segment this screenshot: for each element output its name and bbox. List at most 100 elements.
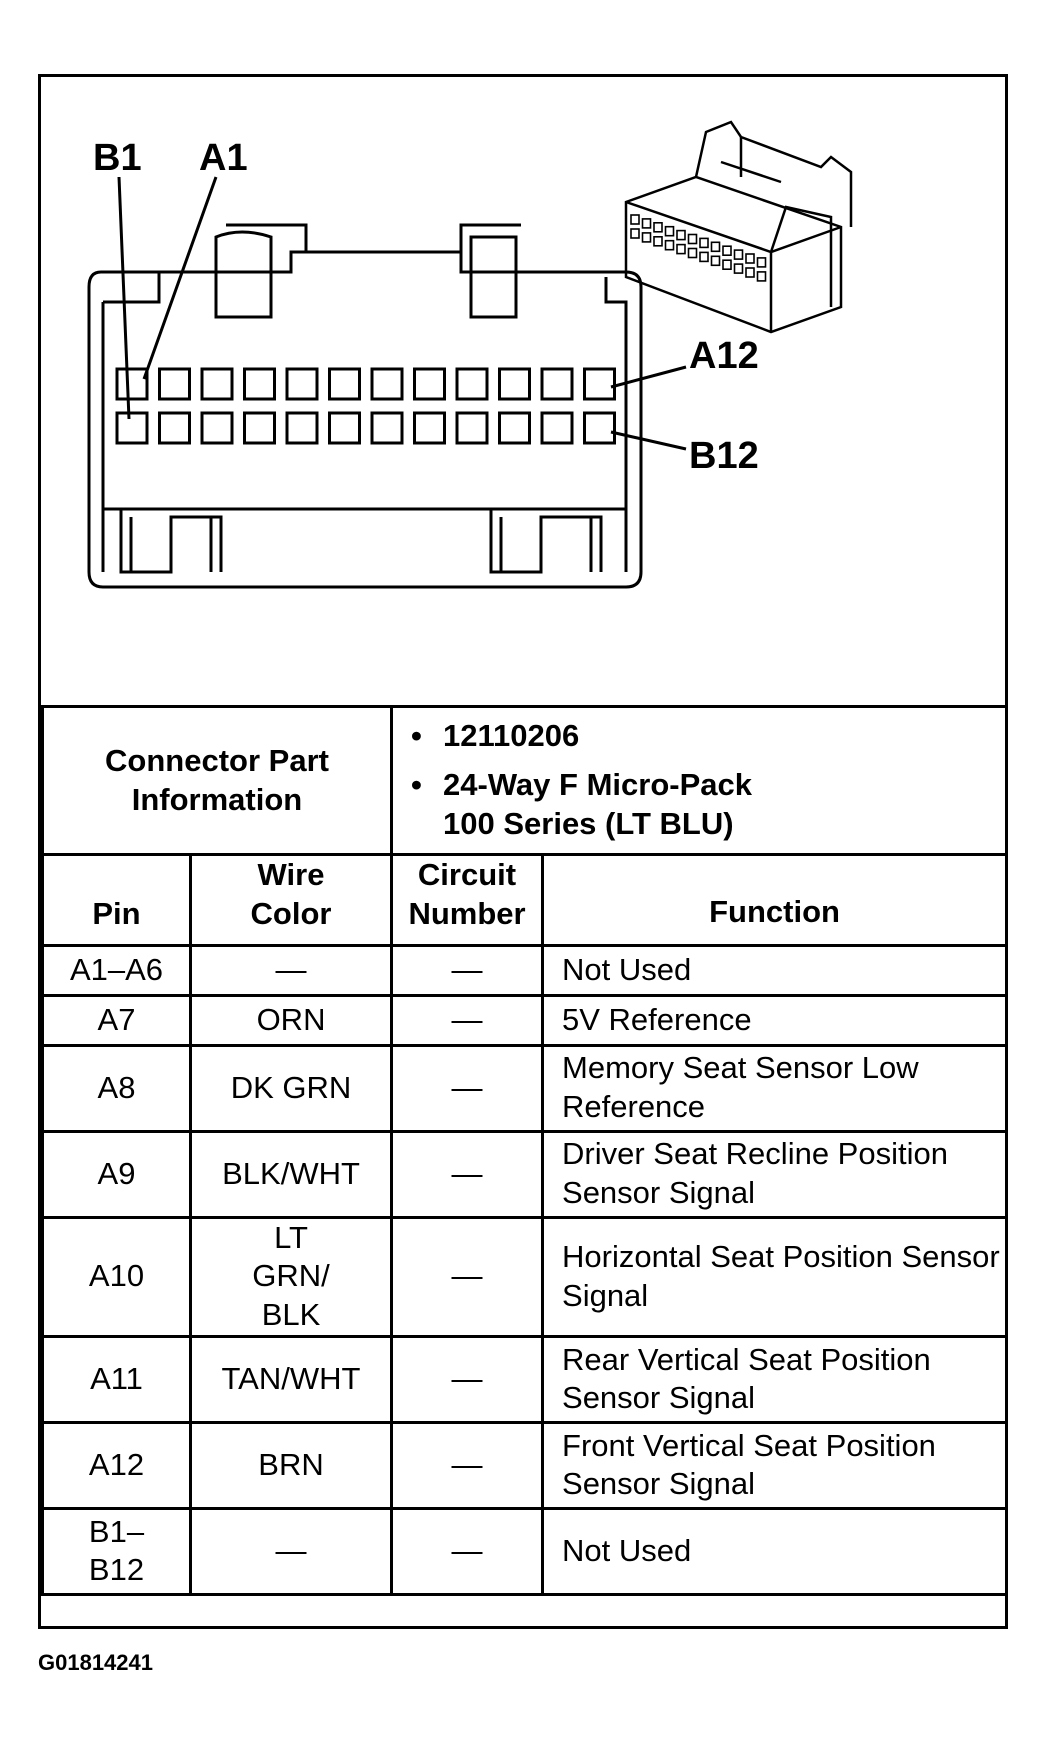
label-b12: B12 [689, 435, 759, 477]
pin-cavity [200, 367, 234, 401]
pin-cell: A1–A6 [41, 943, 192, 997]
function-cell: Not Used [541, 943, 1009, 997]
pin-cavity [285, 367, 319, 401]
pin-cavity [158, 411, 191, 445]
wire-color-cell: — [188, 943, 394, 997]
perspective-pin-cavity [756, 257, 767, 268]
pin-cavity [413, 411, 446, 445]
perspective-pin-cavity [676, 243, 686, 255]
pin-cell: A8 [41, 1043, 192, 1133]
perspective-pin-cavity [653, 222, 663, 233]
wire-color-cell: BLK/WHT [188, 1129, 394, 1219]
perspective-pin-cavity [687, 233, 698, 245]
pin-cavity [115, 411, 149, 445]
pin-cell: B1– B12 [41, 1506, 192, 1596]
wire-color-cell: LT GRN/ BLK [188, 1215, 394, 1338]
perspective-pin-cavity [664, 225, 675, 237]
perspective-pin-cavity [699, 251, 709, 263]
perspective-pin-cavity [664, 239, 675, 251]
perspective-pin-cavity [733, 263, 744, 274]
perspective-pin-cavity [756, 271, 767, 282]
pin-cavity [328, 367, 361, 401]
pin-cavity [115, 367, 149, 401]
circuit-number-cell: — [390, 993, 545, 1047]
header-function: Function [541, 853, 1009, 947]
pin-cavity [455, 367, 489, 401]
pin-cell: A7 [41, 993, 192, 1047]
perspective-pin-cavity [710, 255, 721, 267]
connector-info-details: 12110206 24-Way F Micro-Pack 100 Series … [390, 705, 1009, 856]
wire-color-cell: — [188, 1506, 394, 1596]
perspective-pin-cavity [722, 259, 732, 270]
wire-color-cell: DK GRN [188, 1043, 394, 1133]
table-header: Pin Wire Color Circuit Number Function [41, 853, 1009, 947]
perspective-pin-cavity [641, 218, 652, 229]
pin-cavity [498, 367, 531, 401]
perspective-pin-cavity [687, 247, 698, 259]
function-cell: Front Vertical Seat Position Sensor Sign… [541, 1420, 1009, 1510]
circuit-number-cell: — [390, 943, 545, 997]
perspective-pin-cavity [653, 236, 663, 247]
pin-cavity [455, 411, 489, 445]
pin-cavity [583, 367, 616, 401]
perspective-pin-cavity [699, 237, 709, 249]
connector-figure: B1 A1 A12 B12 Connector Part Information… [38, 74, 1009, 1629]
pin-cavity [243, 367, 276, 401]
perspective-pin-cavity [745, 253, 755, 264]
function-cell: 5V Reference [541, 993, 1009, 1047]
connector-diagram: B1 A1 A12 B12 [41, 77, 1005, 705]
label-a12: A12 [689, 335, 759, 377]
perspective-pin-cavity [630, 228, 640, 239]
figure-id: G01814241 [38, 1650, 153, 1675]
header-pin: Pin [41, 853, 192, 947]
pin-cavity [200, 411, 234, 445]
perspective-pin-cavity [630, 214, 640, 225]
circuit-number-cell: — [390, 1215, 545, 1338]
pin-cavity [243, 411, 276, 445]
circuit-number-cell: — [390, 1043, 545, 1133]
pin-cavity [540, 411, 574, 445]
pin-cavity [370, 367, 404, 401]
pin-cavity [413, 367, 446, 401]
pin-cell: A9 [41, 1129, 192, 1219]
pin-cell: A10 [41, 1215, 192, 1338]
connector-info-row: Connector Part Information 12110206 24-W… [40, 705, 1009, 856]
pin-cavity [540, 367, 574, 401]
circuit-number-cell: — [390, 1334, 545, 1424]
function-cell: Memory Seat Sensor Low Reference [541, 1043, 1009, 1133]
table-row: B1– B12——Not Used [41, 1506, 1009, 1596]
header-circuit-number: Circuit Number [390, 853, 545, 947]
perspective-pin-cavity [745, 267, 755, 278]
pin-cell: A12 [41, 1420, 192, 1510]
function-cell: Horizontal Seat Position Sensor Signal [541, 1215, 1009, 1338]
label-a1: A1 [199, 137, 248, 179]
pinout-table: Connector Part Information 12110206 24-W… [40, 705, 1009, 1596]
perspective-pin-cavity [710, 241, 721, 253]
pin-cavity [583, 411, 616, 445]
wire-color-cell: ORN [188, 993, 394, 1047]
function-cell: Rear Vertical Seat Position Sensor Signa… [541, 1334, 1009, 1424]
pin-cell: A11 [41, 1334, 192, 1424]
connector-description: 24-Way F Micro-Pack 100 Series (LT BLU) [411, 766, 773, 844]
wire-color-cell: TAN/WHT [188, 1334, 394, 1424]
pin-cavity [498, 411, 531, 445]
table-row: A1–A6——Not Used [41, 943, 1009, 997]
part-number: 12110206 [411, 717, 1005, 756]
pin-cavity [328, 411, 361, 445]
circuit-number-cell: — [390, 1420, 545, 1510]
perspective-pin-cavity [733, 249, 744, 260]
perspective-pin-cavity [676, 229, 686, 241]
connector-face-drawing [87, 120, 853, 589]
pin-cavity [285, 411, 319, 445]
circuit-number-cell: — [390, 1129, 545, 1219]
perspective-pin-cavity [641, 232, 652, 243]
perspective-pin-cavity [722, 245, 732, 256]
label-b1: B1 [93, 137, 142, 179]
